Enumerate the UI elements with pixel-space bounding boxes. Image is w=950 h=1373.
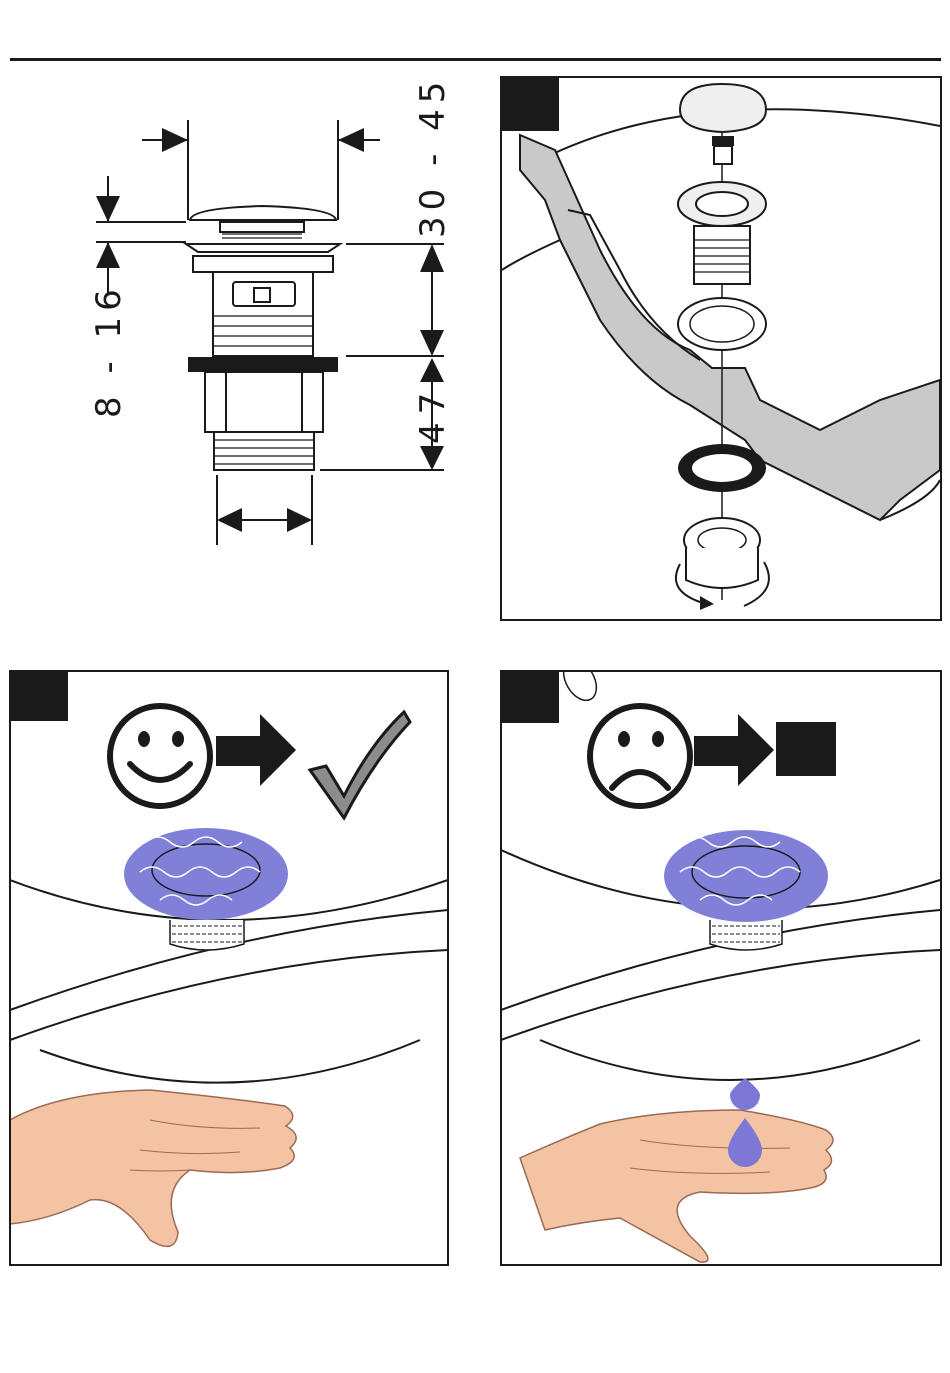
dimension-max-thickness: 30 - 45 bbox=[413, 76, 453, 238]
sad-face-icon bbox=[590, 706, 690, 806]
smiley-face-icon bbox=[110, 706, 210, 806]
arrow-right-icon bbox=[216, 714, 296, 786]
black-square-icon bbox=[776, 722, 836, 776]
step-badge bbox=[501, 671, 559, 723]
correct-result-panel bbox=[8, 669, 450, 1267]
leak-result-panel bbox=[500, 669, 942, 1267]
checkmark-icon bbox=[310, 712, 410, 818]
dimension-cap-height: 8 - 16 bbox=[89, 283, 129, 418]
step-badge bbox=[501, 77, 559, 131]
dimension-drawing: 8 - 16 30 - 45 47 bbox=[80, 70, 470, 560]
step-badge bbox=[10, 671, 68, 721]
arrow-right-icon bbox=[694, 714, 774, 786]
dimension-thread-length: 47 bbox=[413, 385, 453, 444]
top-rule bbox=[10, 58, 941, 61]
assembly-panel bbox=[500, 76, 942, 621]
